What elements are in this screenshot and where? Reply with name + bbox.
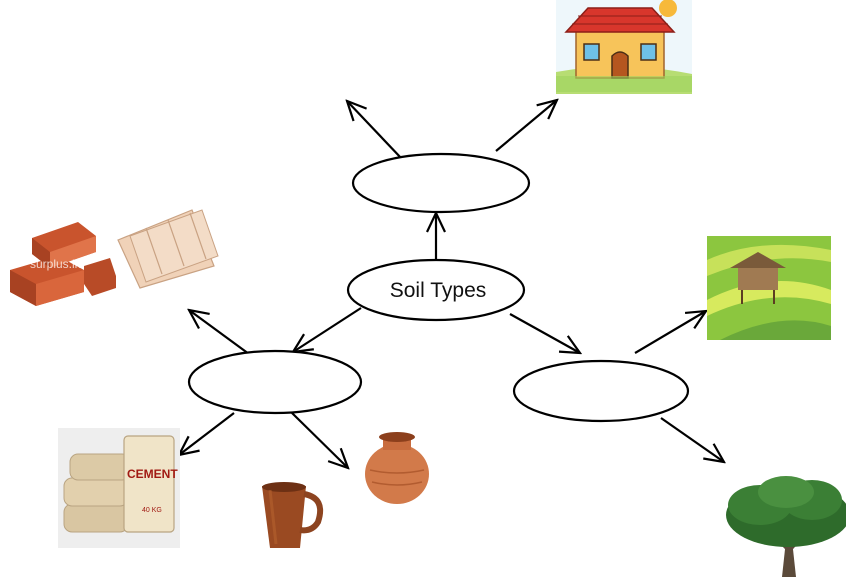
branch-left-node[interactable] xyxy=(187,349,363,415)
roof-tiles-icon xyxy=(117,209,219,289)
arrow-top-to-house xyxy=(495,100,557,152)
branch-right-node[interactable] xyxy=(512,359,690,423)
house-icon xyxy=(556,0,692,94)
clay-pot-icon xyxy=(365,432,429,504)
arrow-left-to-bricks xyxy=(189,310,250,355)
tree-icon xyxy=(726,476,846,577)
branch-top-node[interactable] xyxy=(351,152,531,214)
arrow-left-to-cement xyxy=(179,412,235,455)
bricks-watermark: surplus.lk xyxy=(30,257,82,271)
arrow-left-to-pottery xyxy=(291,412,348,468)
bricks-icon: surplus.lk xyxy=(10,222,116,306)
arrow-right-to-tree xyxy=(660,417,724,462)
arrow-center-to-left xyxy=(293,307,362,352)
cement-bag-text: CEMENT xyxy=(127,467,178,481)
paddy-field-icon xyxy=(707,236,831,340)
cement-bags-icon: CEMENT 40 KG xyxy=(58,428,180,548)
arrow-top-to-upleft xyxy=(347,101,403,160)
arrows xyxy=(179,100,724,468)
arrow-center-to-right xyxy=(509,313,580,353)
center-label: Soil Types xyxy=(390,279,487,302)
center-node: Soil Types xyxy=(346,258,526,322)
arrow-right-to-paddy xyxy=(634,311,706,354)
clay-mug-icon xyxy=(262,482,324,548)
cement-bag-weight: 40 KG xyxy=(142,507,162,514)
